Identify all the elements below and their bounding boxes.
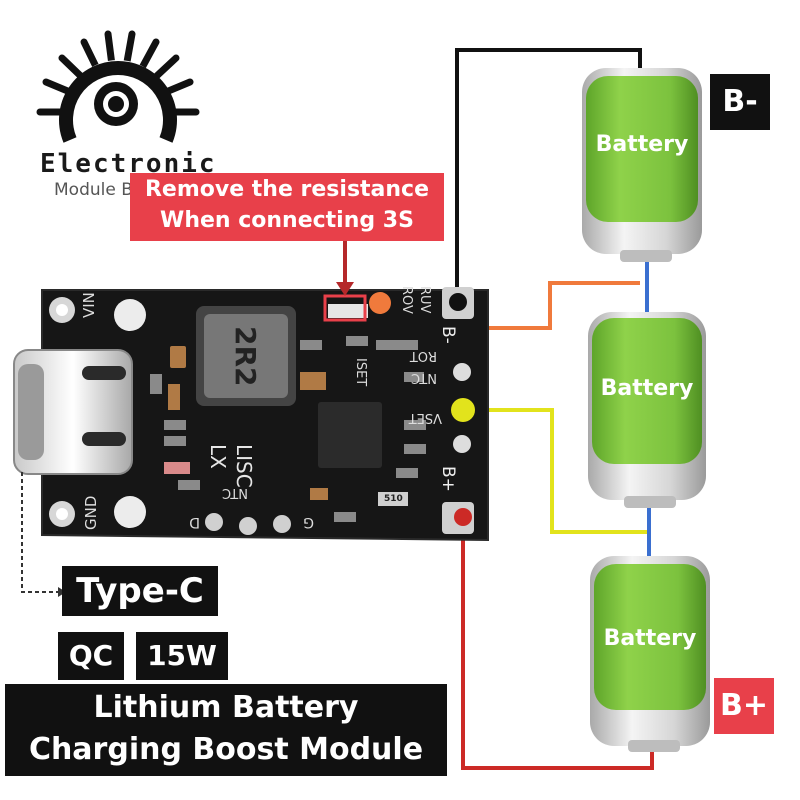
power-tag: 15W: [136, 632, 228, 680]
battery-2-label: Battery: [600, 376, 694, 401]
warning-arrow: [336, 238, 354, 296]
pads-right: [442, 287, 475, 534]
pin-label-ntc: NTC: [411, 370, 437, 385]
pin-label-iset: ISET: [353, 358, 368, 387]
battery-1: [582, 68, 702, 262]
pin-label-g: G: [303, 514, 314, 530]
resistor-code: 510: [384, 494, 403, 504]
pin-label-vin: VIN: [80, 292, 98, 318]
pin-label-rov: ROV: [399, 286, 414, 314]
title-line2: Charging Boost Module: [28, 732, 424, 767]
pin-label-rot: ROT: [409, 348, 437, 363]
pin-label-ntc-bottom: NTC: [222, 485, 248, 500]
pin-label-vset: VSET: [408, 410, 442, 425]
logo-emblem: [36, 30, 200, 164]
wire-red: [461, 517, 654, 770]
pin-label-b-plus: B+: [438, 466, 458, 492]
pin-label-lx: LX: [206, 444, 230, 469]
type-c-tag: Type-C: [62, 566, 218, 616]
terminal-minus-tag: B-: [710, 74, 770, 130]
qc-tag: QC: [58, 632, 124, 680]
inductor-code: 2R2: [229, 326, 262, 387]
battery-3: [590, 556, 710, 752]
smd-components: [150, 304, 426, 522]
pads-bottom: [205, 513, 291, 535]
pin-label-b-minus: B-: [438, 326, 458, 344]
wire-black: [455, 48, 642, 300]
inductor-graphic: [196, 306, 296, 406]
mounting-holes: [49, 297, 146, 528]
warning-box: Remove the resistance When connecting 3S: [130, 173, 444, 241]
battery-2: [588, 312, 706, 508]
pin-label-d: D: [189, 514, 200, 530]
warning-line2: When connecting 3S: [160, 208, 414, 233]
battery-3-label: Battery: [603, 626, 697, 651]
rov-pad-highlight: [369, 292, 391, 314]
pin-label-gnd: GND: [82, 495, 100, 530]
title-line1: Lithium Battery: [93, 690, 359, 725]
usb-c-connector-graphic: [13, 349, 133, 475]
main-ic-graphic: [318, 402, 382, 468]
pin-label-lisc: LISC: [232, 444, 256, 488]
warning-line1: Remove the resistance: [144, 177, 430, 202]
battery-1-label: Battery: [595, 132, 689, 157]
pcb-board: [13, 287, 489, 542]
pin-label-ruv: RUV: [417, 286, 432, 314]
title-box: Lithium Battery Charging Boost Module: [5, 684, 447, 776]
terminal-plus-tag: B+: [714, 678, 774, 734]
wire-yellow: [463, 408, 650, 534]
